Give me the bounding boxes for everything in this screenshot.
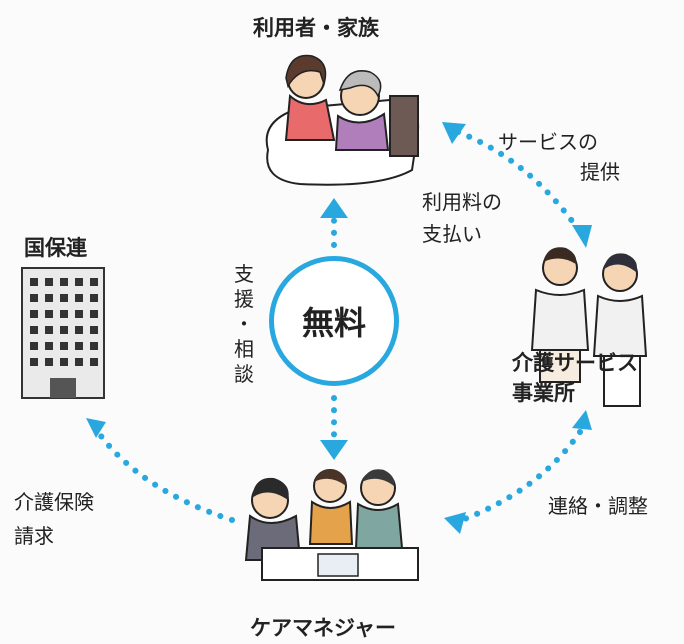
support-consult-char: 援 xyxy=(234,287,254,311)
arrowhead-user xyxy=(320,198,348,218)
care-staff-illustration xyxy=(530,247,648,407)
arrow-service-manager xyxy=(459,429,583,523)
support-consult-char: ・ xyxy=(234,312,254,336)
free-label: 無料 xyxy=(301,304,366,342)
care-manager-illustration xyxy=(244,469,419,581)
care-service-label-2: 事業所 xyxy=(512,381,575,405)
service-provision-label-1: サービスの xyxy=(498,130,598,154)
arrowhead-manager xyxy=(320,440,348,460)
support-consult-label: 支 援 ・ 相 談 xyxy=(232,262,256,387)
support-consult-char: 支 xyxy=(234,262,254,286)
care-service-label-1: 介護サービス xyxy=(512,351,638,375)
insurance-claim-label-2: 請求 xyxy=(14,524,54,548)
support-consult-char: 相 xyxy=(234,337,254,361)
insurance-claim-label-1: 介護保険 xyxy=(14,490,94,514)
care-manager-label: ケアマネジャー xyxy=(250,616,396,640)
kokuhoren-building-illustration xyxy=(21,267,105,399)
free-circle: 無料 xyxy=(269,256,399,386)
user-family-illustration xyxy=(265,54,420,186)
arrowhead-kokuhoren xyxy=(86,418,106,438)
kokuhoren-label: 国保連 xyxy=(24,236,87,260)
arrow-manager-kokuhoren xyxy=(95,429,235,523)
user-family-label: 利用者・家族 xyxy=(253,16,379,40)
fee-payment-label-1: 利用料の xyxy=(422,190,502,214)
arrowhead-user-service-bottom xyxy=(572,225,592,248)
fee-payment-label-2: 支払い xyxy=(422,222,482,246)
arrowhead-user-service-top xyxy=(442,122,466,144)
arrowhead-manager-right xyxy=(444,512,466,534)
arrowhead-service-top xyxy=(572,410,592,430)
contact-adjust-label: 連絡・調整 xyxy=(548,494,648,518)
support-consult-char: 談 xyxy=(234,362,254,386)
service-provision-label-2: 提供 xyxy=(580,160,620,184)
